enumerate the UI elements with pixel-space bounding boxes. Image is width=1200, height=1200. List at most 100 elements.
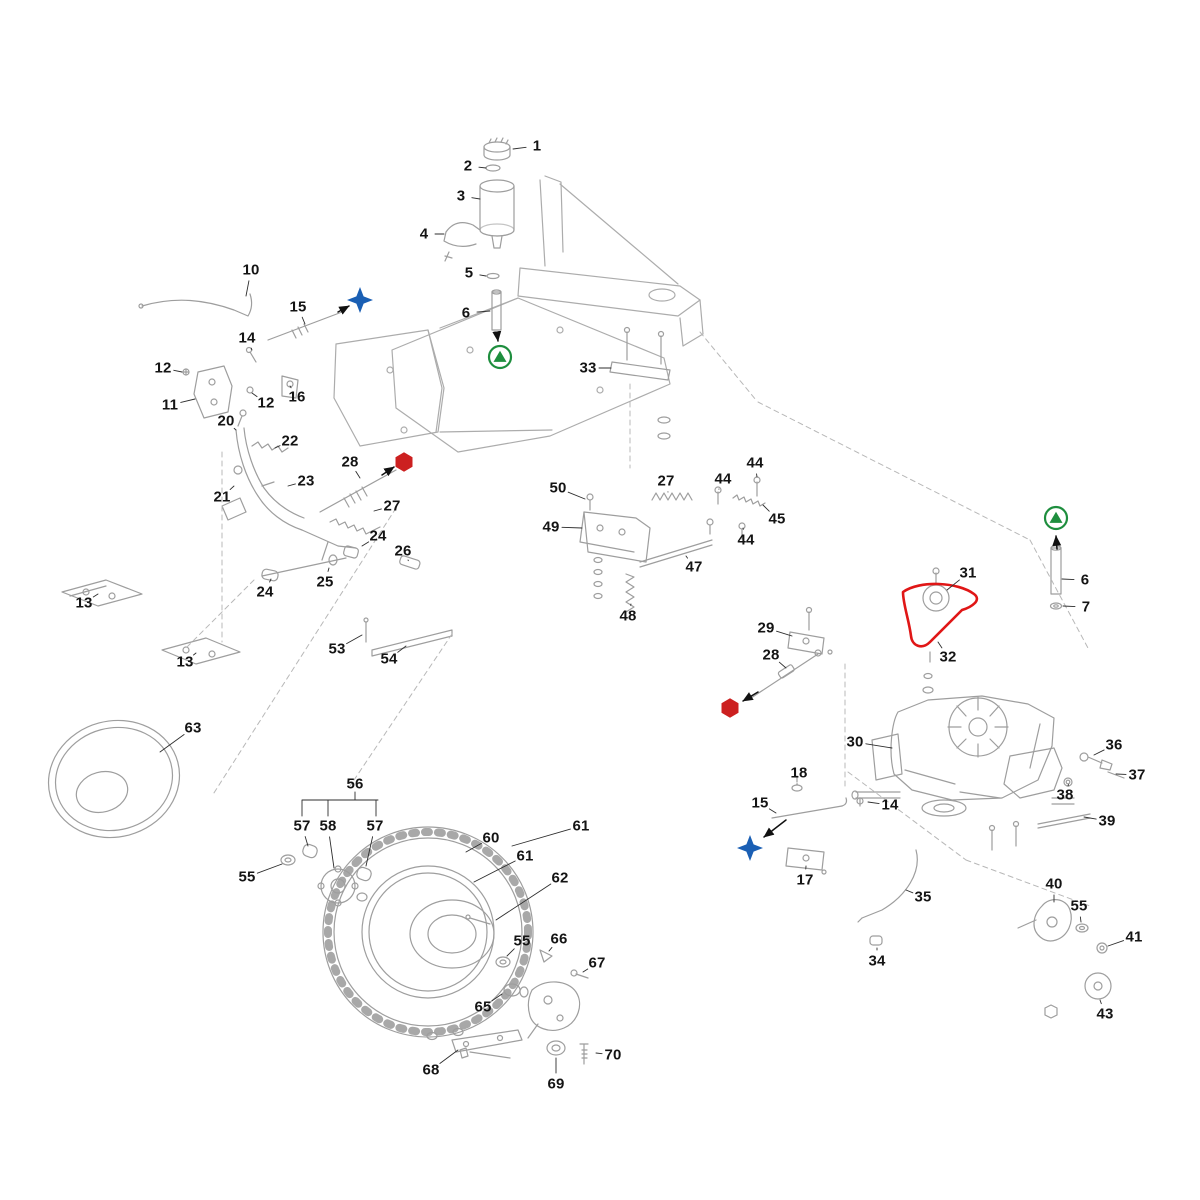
part-number-label[interactable]: 25 bbox=[316, 573, 334, 591]
part-number-label[interactable]: 27 bbox=[383, 497, 401, 515]
part-number-label[interactable]: 13 bbox=[176, 653, 194, 671]
part-number-label[interactable]: 24 bbox=[369, 527, 387, 545]
part-number-label[interactable]: 63 bbox=[184, 719, 202, 737]
part-number-label[interactable]: 43 bbox=[1096, 1005, 1114, 1023]
part-number-label[interactable]: 34 bbox=[868, 952, 886, 970]
part-number-label[interactable]: 49 bbox=[542, 518, 560, 536]
part-number-label[interactable]: 29 bbox=[757, 619, 775, 637]
part-number-label[interactable]: 16 bbox=[288, 388, 306, 406]
transaxle-30 bbox=[852, 652, 1074, 850]
part-number-label[interactable]: 26 bbox=[394, 542, 412, 560]
mid-linkage bbox=[580, 477, 832, 700]
part-number-label[interactable]: 60 bbox=[482, 829, 500, 847]
part-number-label[interactable]: 30 bbox=[846, 733, 864, 751]
part-number-label[interactable]: 55 bbox=[238, 868, 256, 886]
part-number-label[interactable]: 14 bbox=[238, 329, 256, 347]
part-number-label[interactable]: 40 bbox=[1045, 875, 1063, 893]
part-number-label[interactable]: 55 bbox=[1070, 897, 1088, 915]
part-number-label[interactable]: 48 bbox=[619, 607, 637, 625]
inner-tube-63 bbox=[35, 706, 193, 852]
part-number-label[interactable]: 37 bbox=[1128, 766, 1146, 784]
right-fittings bbox=[772, 753, 1124, 945]
part-number-label[interactable]: 54 bbox=[380, 650, 398, 668]
part-number-label[interactable]: 56 bbox=[346, 775, 364, 793]
part-number-label[interactable]: 3 bbox=[456, 187, 466, 205]
part-number-label[interactable]: 58 bbox=[319, 817, 337, 835]
part-number-label[interactable]: 14 bbox=[881, 796, 899, 814]
left-linkage bbox=[139, 294, 342, 418]
part-number-label[interactable]: 17 bbox=[796, 871, 814, 889]
part-number-label[interactable]: 24 bbox=[256, 583, 274, 601]
reservoir-assembly bbox=[444, 138, 514, 330]
part-number-label[interactable]: 61 bbox=[516, 847, 534, 865]
part-number-label[interactable]: 6 bbox=[461, 304, 471, 322]
part-number-label[interactable]: 12 bbox=[257, 394, 275, 412]
part-number-label[interactable]: 68 bbox=[422, 1061, 440, 1079]
pedal-assembly bbox=[222, 410, 421, 582]
part-number-label[interactable]: 15 bbox=[289, 298, 307, 316]
part-number-label[interactable]: 66 bbox=[550, 930, 568, 948]
part-number-label[interactable]: 20 bbox=[217, 412, 235, 430]
chassis-frame bbox=[334, 176, 703, 452]
part-number-label[interactable]: 44 bbox=[737, 531, 755, 549]
part-number-label[interactable]: 18 bbox=[790, 764, 808, 782]
part-number-label[interactable]: 23 bbox=[297, 472, 315, 490]
part-number-label[interactable]: 32 bbox=[939, 648, 957, 666]
part-number-label[interactable]: 22 bbox=[281, 432, 299, 450]
part-number-label[interactable]: 7 bbox=[1081, 598, 1091, 616]
part-number-label[interactable]: 57 bbox=[293, 817, 311, 835]
red-hexagon-marker[interactable] bbox=[720, 698, 741, 719]
part-number-label[interactable]: 41 bbox=[1125, 928, 1143, 946]
bracket-33 bbox=[610, 328, 670, 440]
part-number-label[interactable]: 28 bbox=[762, 646, 780, 664]
blue-star-marker[interactable] bbox=[346, 286, 374, 314]
green-triangle-marker[interactable] bbox=[487, 344, 513, 370]
part-number-label[interactable]: 57 bbox=[366, 817, 384, 835]
hub-parts bbox=[281, 843, 373, 906]
part-number-label[interactable]: 44 bbox=[714, 470, 732, 488]
part-number-label[interactable]: 45 bbox=[768, 510, 786, 528]
part-number-label[interactable]: 2 bbox=[463, 157, 473, 175]
part-number-label[interactable]: 13 bbox=[75, 594, 93, 612]
blue-star-marker[interactable] bbox=[736, 834, 764, 862]
part-number-label[interactable]: 53 bbox=[328, 640, 346, 658]
rods-and-plates bbox=[62, 470, 452, 664]
idler-pulley-31 bbox=[923, 568, 949, 611]
right-hub-40 bbox=[1018, 900, 1111, 1018]
part-number-label[interactable]: 12 bbox=[154, 359, 172, 377]
part-number-label[interactable]: 21 bbox=[213, 488, 231, 506]
part-number-label[interactable]: 38 bbox=[1056, 786, 1074, 804]
part-number-label[interactable]: 47 bbox=[685, 558, 703, 576]
red-hexagon-marker[interactable] bbox=[394, 452, 415, 473]
part-number-label[interactable]: 65 bbox=[474, 998, 492, 1016]
part-number-label[interactable]: 10 bbox=[242, 261, 260, 279]
part-number-label[interactable]: 27 bbox=[657, 472, 675, 490]
part-number-label[interactable]: 5 bbox=[464, 264, 474, 282]
part-number-label[interactable]: 44 bbox=[746, 454, 764, 472]
green-triangle-marker[interactable] bbox=[1043, 505, 1069, 531]
part-number-label[interactable]: 6 bbox=[1080, 571, 1090, 589]
part-number-label[interactable]: 36 bbox=[1105, 736, 1123, 754]
part-number-label[interactable]: 31 bbox=[959, 564, 977, 582]
part-number-label[interactable]: 69 bbox=[547, 1075, 565, 1093]
leader-lines bbox=[93, 147, 1126, 1073]
part-number-label[interactable]: 39 bbox=[1098, 812, 1116, 830]
part-number-label[interactable]: 55 bbox=[513, 932, 531, 950]
part-number-label[interactable]: 4 bbox=[419, 225, 429, 243]
part-number-label[interactable]: 67 bbox=[588, 954, 606, 972]
bracket-56-lines bbox=[302, 792, 378, 816]
construction-lines bbox=[184, 332, 1090, 906]
part-number-label[interactable]: 11 bbox=[161, 396, 179, 414]
part-number-label[interactable]: 62 bbox=[551, 869, 569, 887]
part-number-label[interactable]: 70 bbox=[604, 1046, 622, 1064]
part-number-label[interactable]: 35 bbox=[914, 888, 932, 906]
part-number-label[interactable]: 61 bbox=[572, 817, 590, 835]
part-number-label[interactable]: 50 bbox=[549, 479, 567, 497]
part-number-label[interactable]: 33 bbox=[579, 359, 597, 377]
part-number-label[interactable]: 15 bbox=[751, 794, 769, 812]
part-number-label[interactable]: 28 bbox=[341, 453, 359, 471]
part-number-label[interactable]: 1 bbox=[532, 137, 542, 155]
